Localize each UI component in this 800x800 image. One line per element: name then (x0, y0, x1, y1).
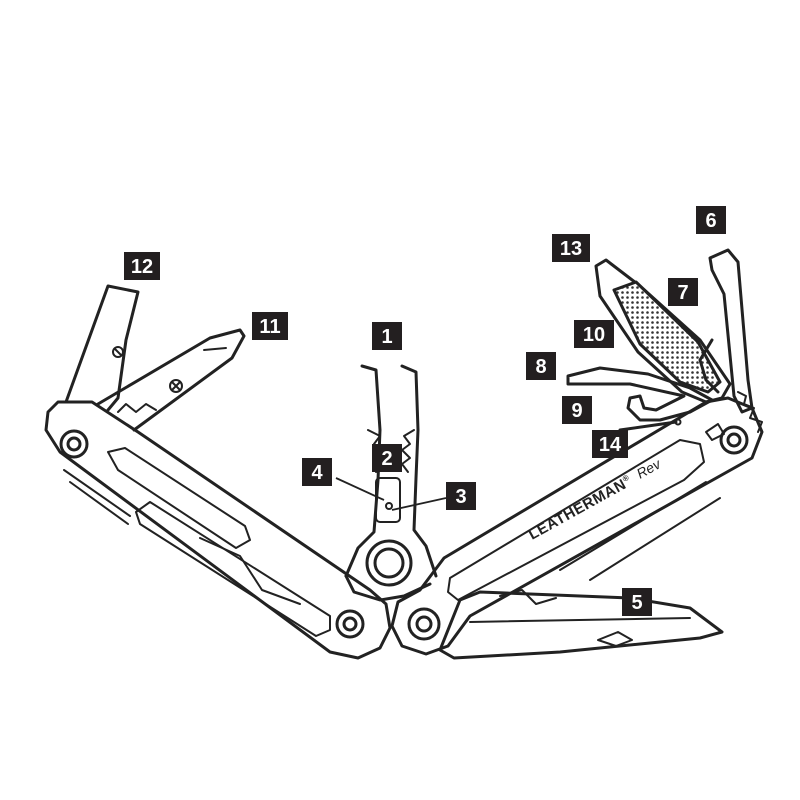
leader-lines (335, 477, 447, 511)
svg-text:9: 9 (571, 400, 582, 422)
callout-10: 10 (574, 320, 614, 348)
svg-text:1: 1 (381, 326, 392, 348)
svg-text:7: 7 (677, 282, 688, 304)
knife-blade (438, 590, 724, 660)
callout-5: 5 (622, 588, 652, 616)
bottle-opener (566, 366, 714, 432)
left-handle (44, 400, 392, 660)
callout-1: 1 (372, 322, 402, 350)
svg-text:8: 8 (535, 356, 546, 378)
svg-text:4: 4 (311, 462, 323, 484)
right-handle (390, 396, 764, 656)
callout-13: 13 (552, 234, 590, 262)
callout-14: 14 (592, 430, 628, 458)
callout-7: 7 (668, 278, 698, 306)
callout-12: 12 (124, 252, 160, 280)
left-screwdriver (96, 328, 246, 432)
right-upper-tool (698, 248, 763, 433)
callout-2: 2 (372, 444, 402, 472)
svg-text:2: 2 (381, 448, 392, 470)
pliers (344, 364, 438, 602)
callout-6: 6 (696, 206, 726, 234)
svg-text:6: 6 (705, 210, 716, 232)
callouts: 1 2 3 4 5 6 7 8 (124, 206, 726, 616)
callout-9: 9 (562, 396, 592, 424)
svg-text:12: 12 (131, 256, 153, 278)
svg-text:10: 10 (583, 324, 605, 346)
brand-model: Rev (634, 455, 664, 482)
left-upper-tool (64, 284, 140, 412)
svg-text:5: 5 (631, 592, 642, 614)
svg-text:3: 3 (455, 486, 466, 508)
callout-4: 4 (302, 458, 332, 486)
svg-text:13: 13 (560, 238, 582, 260)
svg-text:14: 14 (599, 434, 622, 456)
multitool-line-art: LEATHERMAN® Rev (44, 248, 764, 660)
svg-text:11: 11 (259, 316, 280, 338)
file-tool (594, 258, 732, 404)
callout-11: 11 (252, 312, 288, 340)
callout-3: 3 (446, 482, 476, 510)
callout-8: 8 (526, 352, 556, 380)
